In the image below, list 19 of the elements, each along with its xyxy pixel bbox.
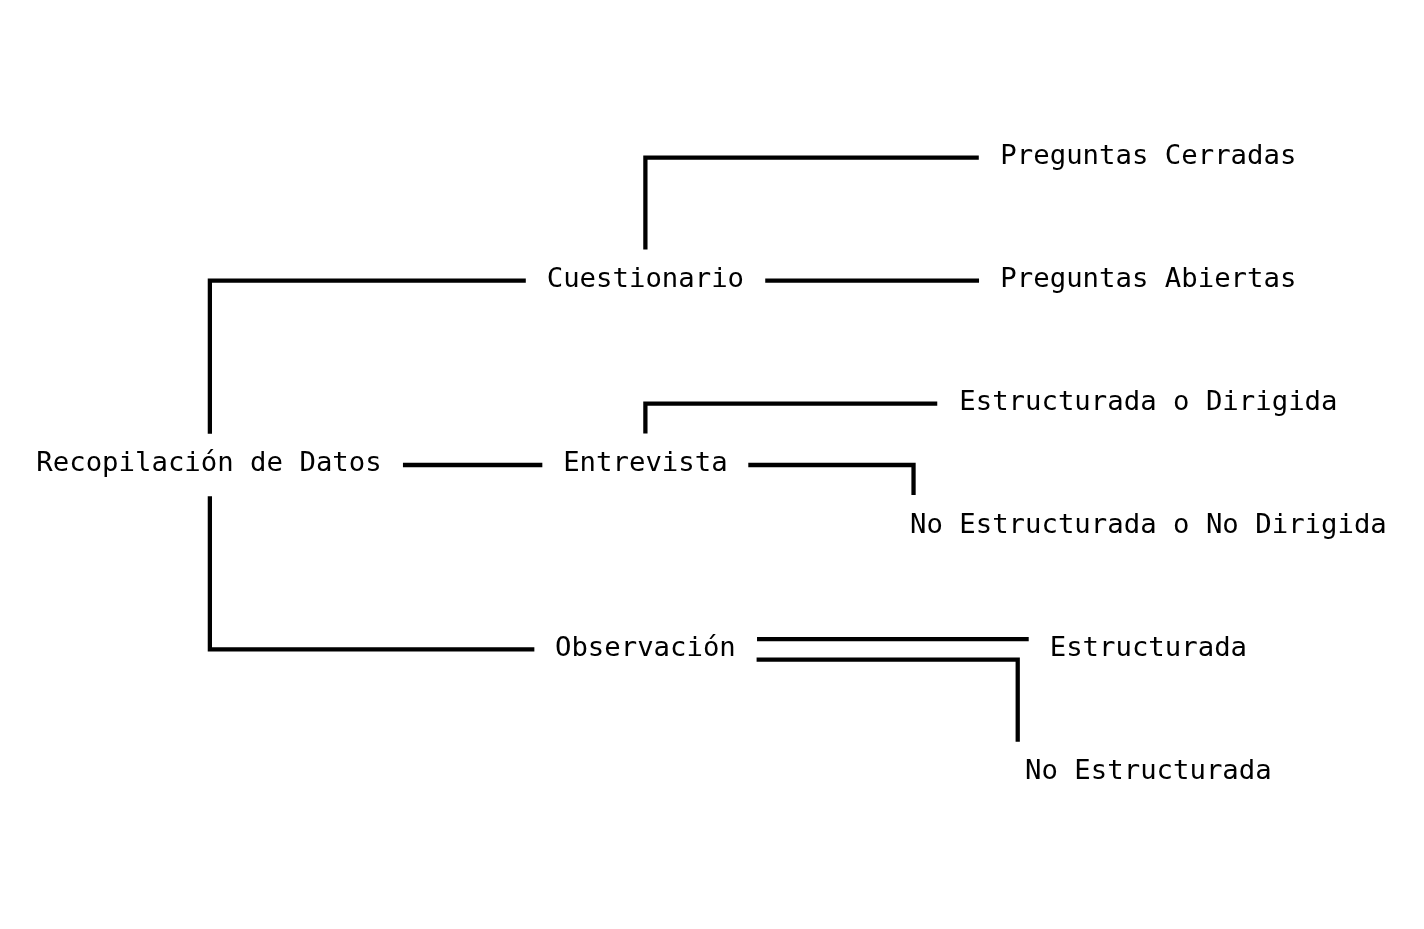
node-text: Preguntas Cerradas bbox=[1000, 138, 1297, 170]
connector bbox=[757, 636, 1029, 641]
node-text: Cuestionario bbox=[546, 261, 745, 293]
node-text: Entrevista bbox=[563, 445, 728, 477]
node-text: Estructurada bbox=[1049, 630, 1248, 662]
connector bbox=[207, 277, 526, 434]
node-text: Estructurada o Dirigida bbox=[959, 384, 1338, 416]
node-text: Preguntas Abiertas bbox=[1000, 261, 1297, 293]
node-text: Observación bbox=[554, 630, 736, 662]
node-text: No Estructurada o No Dirigida bbox=[909, 507, 1387, 539]
connector bbox=[756, 657, 1020, 742]
connector bbox=[643, 400, 938, 434]
connector bbox=[748, 462, 916, 495]
connector bbox=[402, 462, 543, 467]
node-text: Recopilación de Datos bbox=[36, 445, 382, 477]
node-text: No Estructurada bbox=[1025, 753, 1272, 785]
connector bbox=[765, 277, 980, 283]
connector bbox=[207, 495, 535, 652]
connector bbox=[643, 154, 979, 249]
